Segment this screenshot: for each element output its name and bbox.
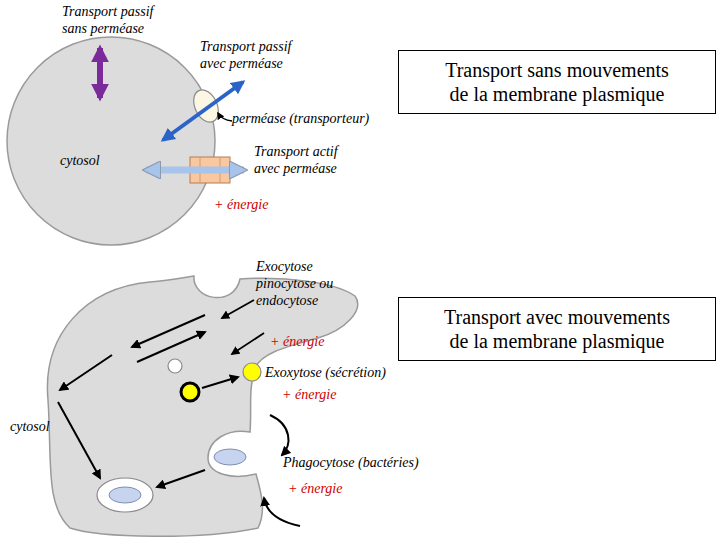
- cell-membrane: [7, 37, 215, 245]
- box-text: Transport avec mouvements de la membrane…: [439, 305, 675, 353]
- annotation-label: Transport passif sans perméase: [62, 3, 162, 37]
- box-text: Transport sans mouvements de la membrane…: [439, 58, 675, 106]
- phagocytosis-arrow: [270, 415, 288, 455]
- cell-membrane: [47, 276, 357, 536]
- energy-label: + énergie: [282, 386, 382, 403]
- category-box: Transport avec mouvements de la membrane…: [398, 297, 716, 361]
- category-box: Transport sans mouvements de la membrane…: [398, 50, 716, 114]
- annotation-label: Transport passif avec perméase: [200, 38, 310, 72]
- cell-body: cytosol: [0, 262, 400, 540]
- cell-outline: [0, 262, 400, 540]
- region-label: cytosol: [10, 418, 70, 435]
- annotation-label: Phagocytose (bactéries): [283, 454, 463, 471]
- energy-label: + énergie: [214, 196, 314, 213]
- phagocytosis-arrow: [264, 498, 300, 526]
- transporter-symbol: [220, 157, 221, 183]
- annotation-label: Exoxytose (sécrétion): [265, 364, 425, 381]
- energy-label: + énergie: [270, 333, 370, 350]
- bacterium-symbol: [214, 449, 246, 465]
- region-label: cytosol: [60, 152, 140, 169]
- annotation-label: Transport actif avec perméase: [254, 143, 358, 177]
- cell-outline: [5, 35, 217, 247]
- cell-body: cytosol: [5, 35, 217, 247]
- leader-arrow: [218, 113, 232, 121]
- energy-label: + énergie: [288, 480, 388, 497]
- annotation-label: Exocytose pinocytose ou endocytose: [256, 258, 348, 309]
- callout-label: perméase (transporteur): [232, 110, 432, 127]
